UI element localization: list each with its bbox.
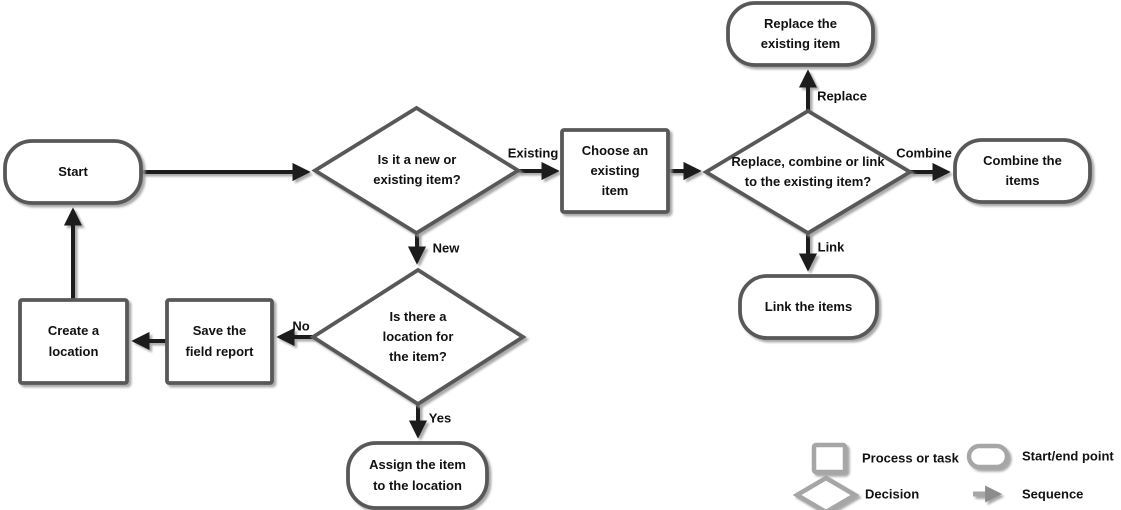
start-end-icon [966,443,1010,470]
edge-label-link: Link [817,239,845,255]
edge-label-new: New [432,240,460,256]
combine-items-node-shape [953,138,1092,204]
save-field-report-process-shape [165,298,274,385]
assign-item-node-shape [346,441,489,510]
replace-existing-node-shape [726,1,875,67]
legend-icons [792,442,1010,510]
replace-combine-link-decision-shape [702,108,914,236]
choose-existing-process-shape [560,128,670,214]
new-or-existing-decision-shape [311,105,522,236]
location-for-item-decision-shape [309,267,527,407]
legend-label-decision: Decision [865,486,920,502]
connectors [63,69,951,439]
process-icon [811,442,848,475]
edge-label-combine: Combine [896,145,952,161]
link-items-node-shape [738,274,879,340]
edge-label-replace: Replace [817,88,867,104]
edge-label-existing: Existing [507,145,559,161]
edge-label-no: No [292,318,310,334]
legend-label-process: Process or task [862,450,959,466]
edge-label-yes: Yes [428,410,452,426]
start-node-shape [3,139,143,205]
create-location-process-shape [18,298,129,385]
legend-label-sequence: Sequence [1022,486,1084,502]
node-shapes [3,1,1092,510]
decision-icon [792,475,860,510]
legend-label-start-end: Start/end point [1022,448,1114,464]
